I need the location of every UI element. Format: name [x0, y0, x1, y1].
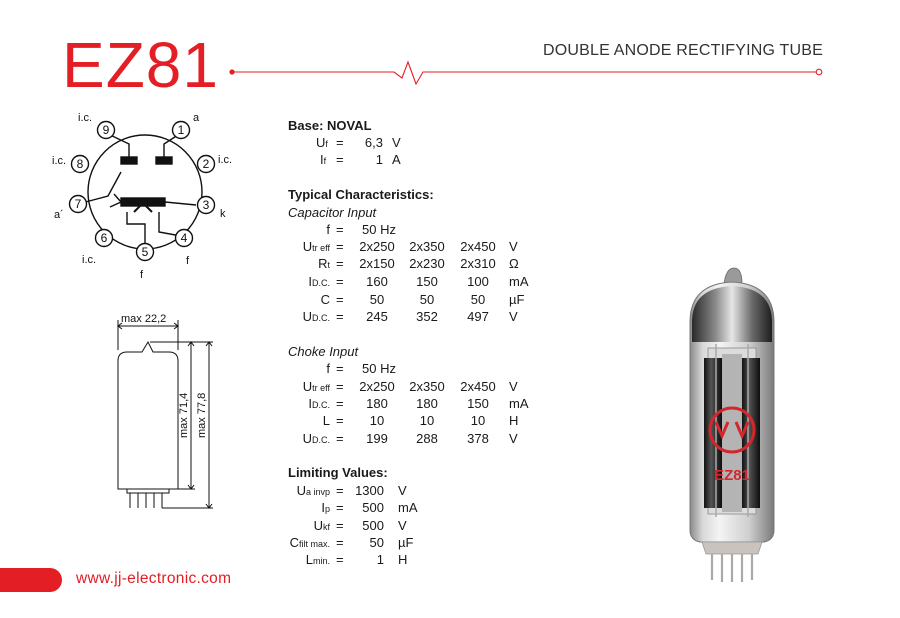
pin-9-label: i.c. [78, 112, 92, 124]
pin-5-label: f [140, 269, 144, 281]
capacitor-row-rt: Rt = 2x150 2x230 2x310 Ω [318, 256, 519, 271]
dimension-drawing: max 22,2 max 71,4 max 77,8 [117, 313, 213, 509]
capacitor-row-idc: ID.C. = 160 150 100 mA [308, 274, 529, 289]
limiting-row-ip: Ip = 500 mA [321, 500, 418, 515]
footer-website-link[interactable]: www.jj-electronic.com [76, 570, 232, 587]
limiting-row-cfilt: Cfilt max. = 50 µF [289, 535, 414, 550]
pin-6-label: i.c. [82, 254, 96, 266]
heater-row-if: If = 1 A [320, 152, 401, 167]
pin-9-number: 9 [103, 123, 110, 137]
capacitor-row-c: C = 50 50 50 µF [320, 292, 525, 307]
choke-row-idc: ID.C. = 180 180 150 mA [308, 396, 529, 411]
pin-1-label: a [193, 112, 200, 124]
limiting-heading: Limiting Values: [288, 465, 388, 480]
choke-row-utreff: Utr eff = 2x250 2x350 2x450 V [302, 379, 518, 394]
pin-5-number: 5 [142, 245, 149, 259]
pin-7-label: a´ [54, 209, 64, 221]
capacitor-freq-row: f = 50 Hz [326, 222, 396, 237]
pin-diagram: 1 2 3 4 5 6 7 8 9 a i.c. k f f i.c. a´ i… [52, 112, 232, 281]
choke-row-udc: UD.C. = 199 288 378 V [302, 431, 518, 446]
pin-8-label: i.c. [52, 155, 66, 167]
header-waveform-line [229, 60, 823, 86]
capacitor-row-utreff: Utr eff = 2x250 2x350 2x450 V [302, 239, 518, 254]
choke-heading: Choke Input [288, 344, 359, 359]
limiting-row-lmin: Lmin. = 1 H [305, 552, 408, 567]
capacitor-row-udc: UD.C. = 245 352 497 V [302, 309, 518, 324]
base-label: Base: NOVAL [288, 118, 372, 133]
choke-freq-row: f = 50 Hz [326, 361, 396, 376]
pin-2-label: i.c. [218, 154, 232, 166]
choke-row-l: L = 10 10 10 H [322, 413, 519, 428]
footer-accent-bar [0, 568, 62, 592]
pin-4-number: 4 [181, 231, 188, 245]
dimension-outer-height-label: max 77,8 [196, 393, 208, 438]
jj-logo-circle-icon [708, 406, 756, 454]
page-subtitle: DOUBLE ANODE RECTIFYING TUBE [542, 42, 823, 59]
pin-4-label: f [186, 255, 190, 267]
tube-print-label: EZ81 [714, 467, 750, 484]
dimension-width-label: max 22,2 [121, 313, 166, 325]
limiting-row-ukf: Ukf = 500 V [313, 518, 407, 533]
heater-row-uf: Uf = 6,3 V [316, 135, 401, 150]
tube-photo: EZ81 [689, 267, 775, 582]
pin-1-number: 1 [178, 123, 185, 137]
limiting-row-uainvp: Ua invp = 1300 V [296, 483, 407, 498]
dimension-inner-height-label: max 71,4 [178, 393, 190, 438]
pin-3-label: k [220, 208, 226, 220]
header-line-end-dot [815, 68, 823, 76]
page-title: EZ81 [62, 29, 219, 101]
pin-3-number: 3 [203, 198, 210, 212]
pin-7-number: 7 [75, 197, 82, 211]
capacitor-heading: Capacitor Input [288, 205, 377, 220]
pin-2-number: 2 [203, 157, 210, 171]
pin-8-number: 8 [77, 157, 84, 171]
pin-6-number: 6 [101, 231, 108, 245]
typical-heading: Typical Characteristics: [288, 187, 434, 202]
